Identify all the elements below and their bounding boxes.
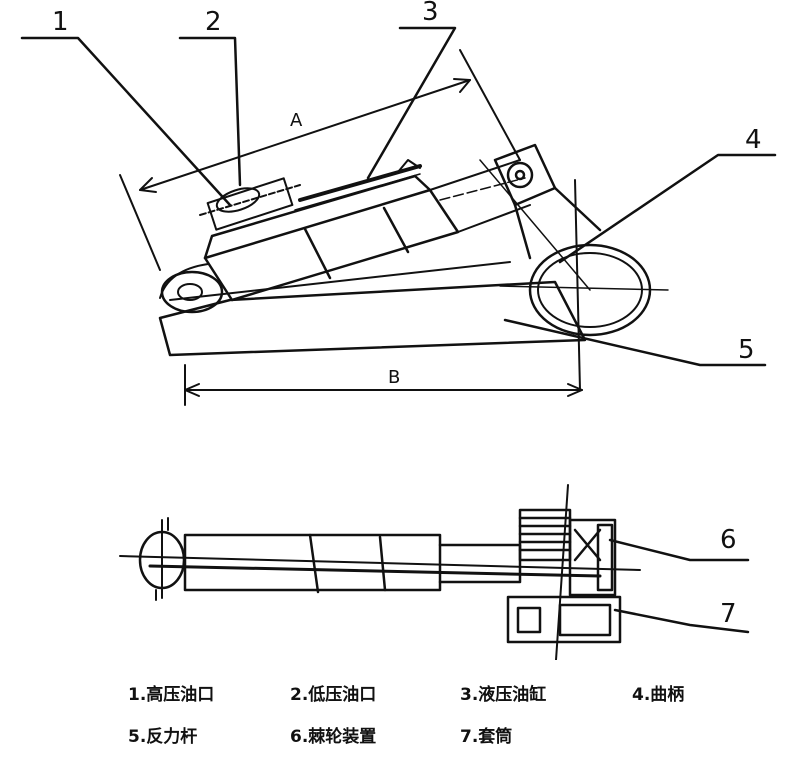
callout-2: 2 bbox=[205, 7, 222, 37]
ratchet-plan bbox=[518, 508, 617, 597]
legend-item-3: 3.液压油缸 bbox=[460, 685, 547, 705]
legend-item-2: 2.低压油口 bbox=[290, 685, 377, 705]
hydraulic-cylinder bbox=[203, 164, 460, 302]
parts-legend: 1.高压油口 2.低压油口 3.液压油缸 4.曲柄 5.反力杆 6.棘轮装置 7… bbox=[0, 672, 800, 752]
leader-lines bbox=[20, 26, 777, 367]
plan-view bbox=[119, 484, 750, 660]
callout-3: 3 bbox=[422, 0, 439, 27]
legend-item-1: 1.高压油口 bbox=[128, 685, 215, 705]
callout-5: 5 bbox=[738, 335, 755, 365]
wrench-diagram: 1 2 3 4 5 6 7 A B bbox=[20, 0, 777, 660]
socket-plan bbox=[506, 595, 622, 644]
oil-port-fittings bbox=[199, 159, 421, 231]
callout-6: 6 bbox=[720, 525, 737, 555]
rear-pivot bbox=[159, 263, 224, 314]
rear-clevis bbox=[138, 517, 186, 601]
callout-7: 7 bbox=[720, 599, 737, 629]
drive-ring bbox=[479, 159, 669, 391]
dimension-label-b: B bbox=[388, 367, 400, 388]
side-view bbox=[20, 26, 777, 406]
reaction-arm bbox=[158, 280, 587, 357]
legend-item-5: 5.反力杆 bbox=[128, 727, 198, 747]
callout-4: 4 bbox=[745, 125, 762, 155]
leader-lines-plan bbox=[608, 538, 750, 634]
legend-item-4: 4.曲柄 bbox=[632, 685, 685, 705]
dimension-b bbox=[184, 364, 583, 406]
legend-item-7: 7.套筒 bbox=[460, 727, 513, 747]
dimension-a bbox=[119, 49, 521, 271]
dimension-label-a: A bbox=[290, 110, 303, 131]
legend-item-6: 6.棘轮装置 bbox=[290, 727, 377, 747]
callout-1: 1 bbox=[52, 7, 69, 37]
piston-rod bbox=[429, 159, 531, 233]
crank-head bbox=[493, 143, 602, 260]
cylinder-plan bbox=[183, 533, 522, 594]
